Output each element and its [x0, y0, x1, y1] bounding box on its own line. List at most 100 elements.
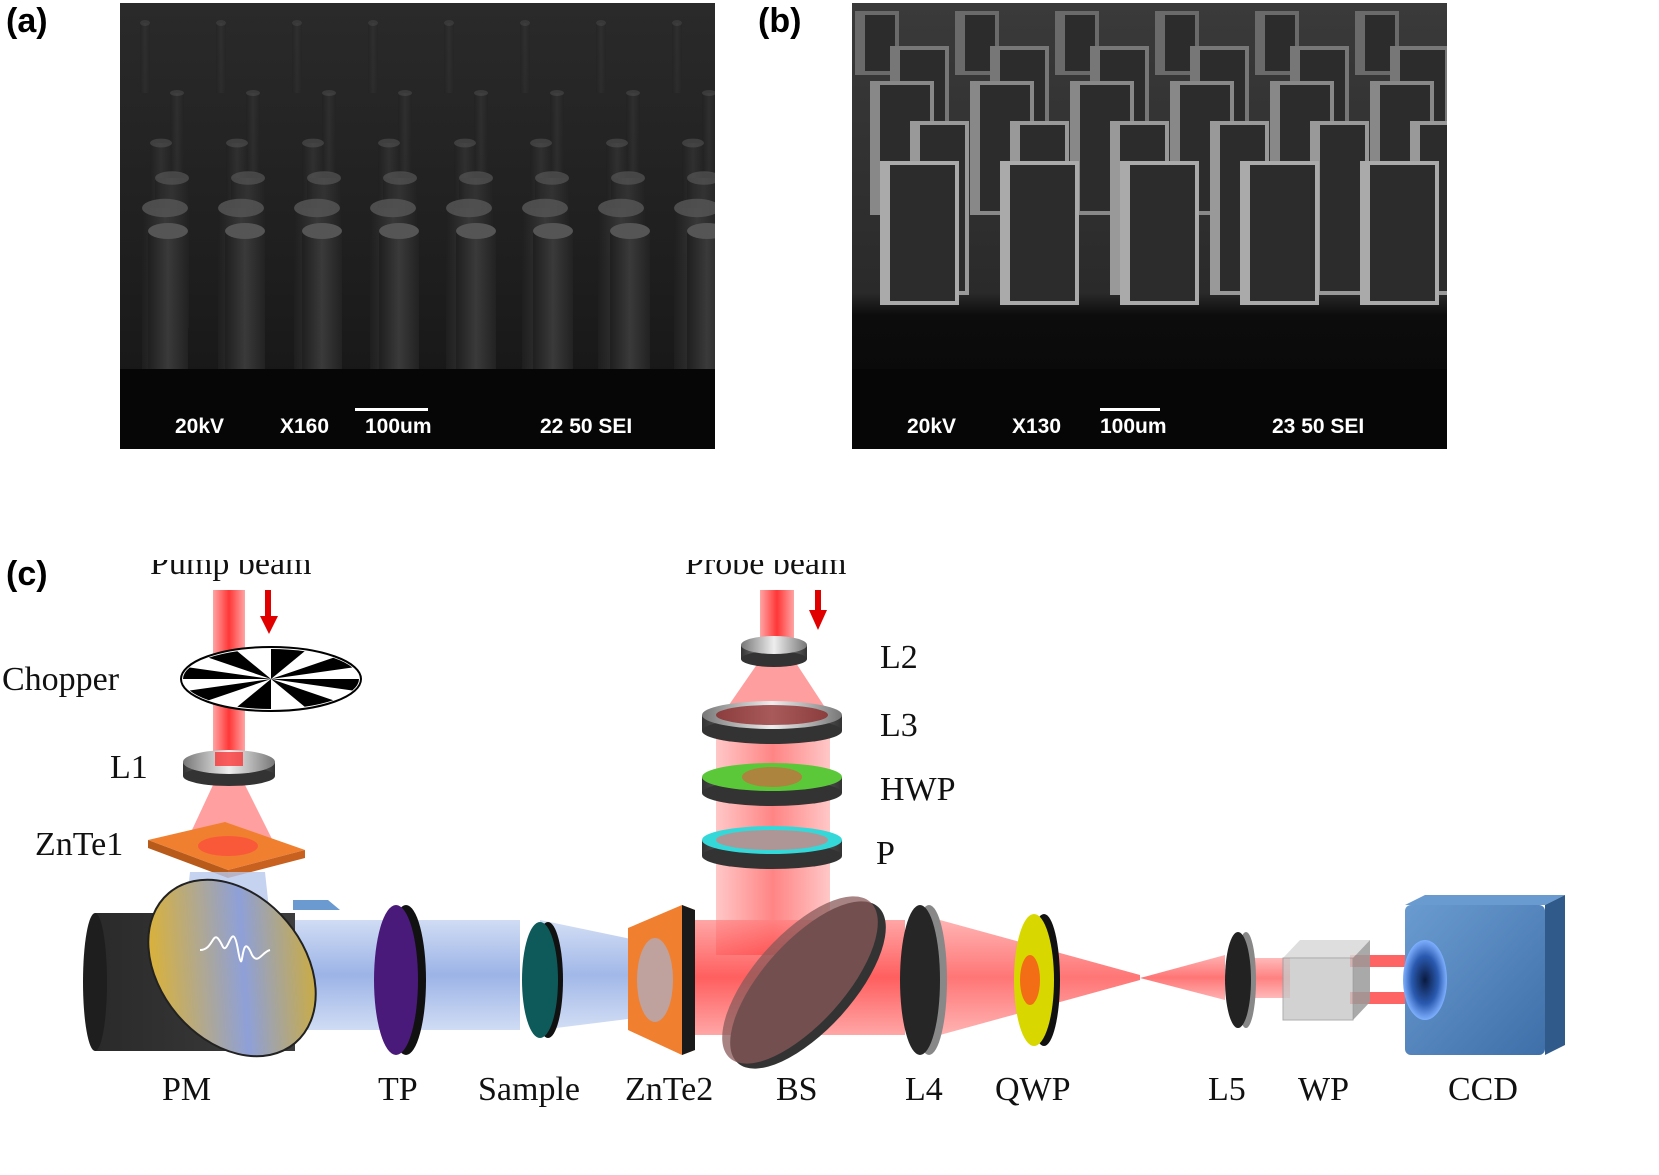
sem-info-a: 22 50 SEI [540, 415, 633, 438]
panel-b-label: (b) [758, 2, 802, 40]
probe-beam [760, 590, 794, 645]
micro-fin [1310, 121, 1369, 295]
micropillar-top [231, 171, 265, 185]
probe-direction-arrow [809, 590, 827, 630]
micropillar [302, 231, 342, 381]
micropillar-top [535, 171, 569, 185]
micropillar-top [672, 20, 682, 26]
micropillar-top [596, 20, 606, 26]
l5-label: L5 [1208, 1071, 1246, 1108]
micropillar [216, 23, 226, 93]
thz-setup-diagram: Pump beam Probe beam Chopper L1 ZnTe1 L2… [2, 560, 1565, 1108]
micropillar-top [216, 20, 226, 26]
sem-info-b: 23 50 SEI [1272, 415, 1365, 438]
micropillar-top [626, 90, 640, 96]
micropillar-top [307, 171, 341, 185]
wp-label: WP [1298, 1071, 1349, 1108]
micropillar-top [142, 198, 188, 218]
sem-image-a: 20kV X160 100um 22 50 SEI [120, 3, 715, 449]
micropillar [398, 93, 412, 173]
micropillar [702, 93, 715, 173]
znte2-crystal [628, 905, 695, 1055]
micropillar-top [446, 198, 492, 218]
micro-fin-edge [1057, 13, 1065, 73]
ccd-camera [1403, 895, 1565, 1055]
micropillar [610, 231, 650, 381]
micropillar-top [610, 223, 650, 239]
sem-magnification-a: X160 [280, 415, 330, 438]
chopper-blade [271, 657, 353, 679]
sem-voltage-b: 20kV [907, 415, 957, 438]
sem-scale-a: 100um [365, 415, 432, 438]
micropillar-top [368, 20, 378, 26]
micropillar [368, 23, 378, 93]
micropillar [520, 23, 530, 93]
wollaston-prism [1282, 940, 1370, 1021]
chopper-blade [271, 649, 305, 679]
micro-fin-edge [1157, 13, 1165, 73]
micropillar-top [611, 171, 645, 185]
lens-l4 [900, 905, 947, 1055]
micro-fin-edge [1002, 163, 1010, 303]
micropillar-top [530, 138, 552, 148]
micro-fin-edge [1372, 83, 1380, 213]
micropillar [626, 93, 640, 173]
micropillar-top [246, 90, 260, 96]
pump-beam-label: Pump beam [150, 560, 311, 582]
micropillar-top [322, 90, 336, 96]
micropillar-top [378, 138, 400, 148]
polarizer [702, 826, 842, 869]
scale-bar-b [1100, 408, 1160, 411]
micropillar [292, 23, 302, 93]
chopper-blade [237, 679, 271, 709]
micropillar-top [294, 198, 340, 218]
micropillar-top [302, 223, 342, 239]
micropillar-top [383, 171, 417, 185]
micropillar-top [398, 90, 412, 96]
quarter-wave-plate [1014, 914, 1060, 1046]
micropillar-top [225, 223, 265, 239]
micropillar-top [379, 223, 419, 239]
micropillar-top [598, 198, 644, 218]
micro-fin-edge [1172, 83, 1180, 213]
micro-fin-edge [872, 83, 880, 213]
lens-l3 [702, 701, 842, 744]
micropillar-top [218, 198, 264, 218]
p-label: P [876, 835, 895, 872]
micropillar [533, 231, 573, 381]
micropillar-top [702, 90, 715, 96]
l2-label: L2 [880, 639, 918, 676]
micro-fin-edge [1122, 163, 1130, 303]
micropillar [140, 23, 150, 93]
probe-beam-label: Probe beam [685, 560, 846, 582]
sem-scale-b: 100um [1100, 415, 1167, 438]
micropillar-top [682, 138, 704, 148]
micropillar-top [155, 171, 189, 185]
micro-fin [1120, 161, 1199, 305]
micropillar-top [674, 198, 715, 218]
micro-fin [1360, 161, 1439, 305]
micropillar [148, 231, 188, 381]
thz-waveform-icon [199, 935, 271, 963]
micropillar-top [444, 20, 454, 26]
micropillar [474, 93, 488, 173]
micro-fin [1000, 161, 1079, 305]
micro-fin-edge [972, 83, 980, 213]
chopper-blade [189, 679, 271, 701]
micropillar-top [150, 138, 172, 148]
l1-label: L1 [110, 749, 148, 786]
micropillar [596, 23, 606, 93]
chopper-blade [208, 651, 271, 679]
micropillar-array-a [120, 3, 715, 449]
micropillar-top [170, 90, 184, 96]
micropillar [672, 23, 682, 93]
micro-fin-edge [957, 13, 965, 73]
micro-fin [880, 161, 959, 305]
micropillar-top [459, 171, 493, 185]
micro-fin-edge [1362, 163, 1370, 303]
l3-label: L3 [880, 707, 918, 744]
scale-bar-a [355, 408, 428, 411]
chopper [180, 646, 362, 712]
micro-fin-edge [1212, 123, 1220, 293]
micro-fin-edge [1242, 163, 1250, 303]
